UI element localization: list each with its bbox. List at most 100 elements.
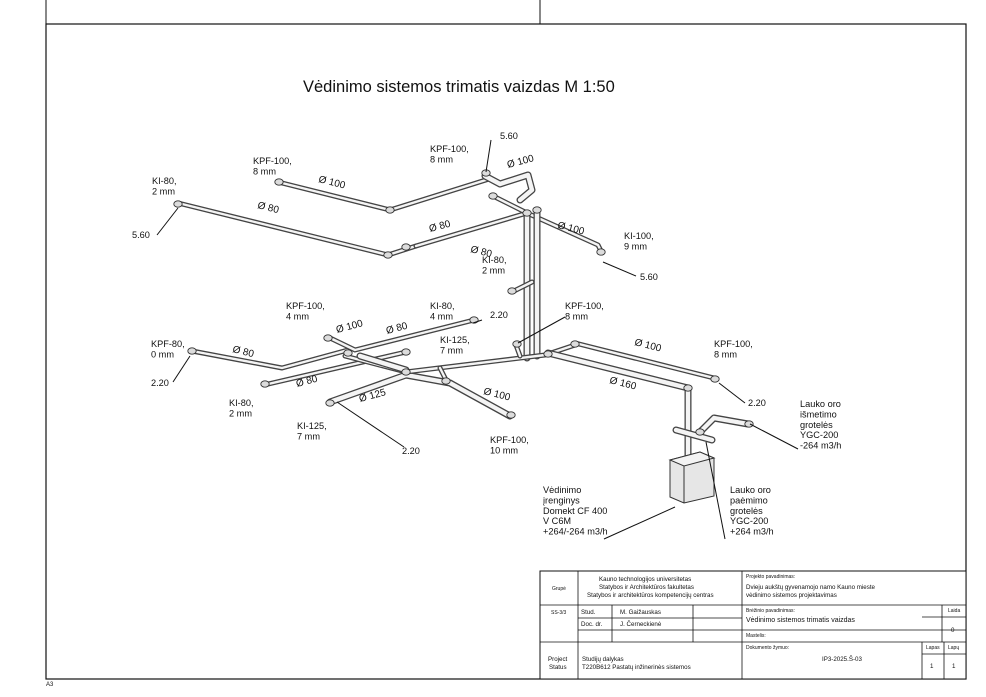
label-ki80-center-low-line-1: 4 mm	[430, 311, 453, 321]
duct-fitting-4	[507, 287, 517, 295]
duct-fitting-23	[543, 350, 553, 358]
duct-fitting-16	[522, 209, 532, 217]
duct-fitting-8	[260, 380, 270, 388]
elevation-e560-right: 5.60	[640, 272, 658, 282]
duct-fitting-1	[274, 178, 284, 186]
label-ki80-left-line-0: KI-80,	[152, 176, 177, 186]
ventilation-unit	[668, 451, 716, 504]
duct-fitting-14	[683, 384, 693, 392]
diameter-d80-top3: Ø 80	[469, 244, 493, 260]
tb-edition-value: 0	[951, 627, 955, 634]
elevation-e560-left: 5.60	[132, 230, 150, 240]
label-ki80-mid-line-1: 2 mm	[482, 265, 505, 275]
label-exhaust-grille-line-0: Lauko oro	[800, 399, 841, 409]
label-intake-grille-line-0: Lauko oro	[730, 485, 771, 495]
duct-fitting-5	[323, 334, 333, 342]
drawing-title: Vėdinimo sistemos trimatis vaizdas M 1:5…	[303, 78, 615, 96]
tb-sheet-label: Lapas	[926, 645, 940, 651]
label-exhaust-grille-line-4: -264 m3/h	[800, 441, 841, 451]
duct-lower-80-b-fill	[262, 350, 408, 387]
duct-fitting-15	[488, 192, 498, 200]
corner-mark: A3	[46, 682, 54, 688]
drawing-frame	[45, 23, 967, 680]
label-kpf100-left-low-line-1: 4 mm	[286, 311, 309, 321]
label-kpf100-top-a-line-0: KPF-100,	[253, 156, 292, 166]
label-unit-line-4: +264/-264 m3/h	[543, 527, 608, 537]
label-ki80-bottom-left-line-1: 2 mm	[229, 408, 252, 418]
duct-upper-branch-100-fill	[276, 177, 491, 212]
diameter-d80-low2: Ø 80	[231, 344, 255, 360]
tb-doc-label: Doc. dr.	[581, 621, 603, 628]
tb-drawing-name: Vėdinimo sistemos trimatis vaizdas	[746, 617, 855, 624]
label-kpf100-right-line-1: 8 mm	[714, 349, 737, 359]
label-unit-line-2: Domekt CF 400	[543, 506, 607, 516]
duct-fitting-26	[383, 251, 393, 259]
duct-fitting-3	[596, 248, 606, 256]
duct-lower-ki125-fill	[357, 353, 409, 373]
label-kpf100-center-line-0: KPF-100,	[565, 301, 604, 311]
duct-upper-riser-top-fill	[482, 172, 535, 203]
elevation-e220-center: 2.20	[490, 310, 508, 320]
label-kpf80-left-line-0: KPF-80,	[151, 339, 185, 349]
duct-fitting-9	[325, 399, 335, 407]
duct-fitting-25	[385, 206, 395, 214]
label-ki80-mid-line-0: KI-80,	[482, 255, 507, 265]
label-unit-line-0: Vėdinimo	[543, 485, 581, 495]
duct-fitting-7	[187, 347, 197, 355]
label-ki125-center-line-1: 7 mm	[440, 345, 463, 355]
tb-project-name-label: Projekto pavadinimas:	[746, 574, 795, 580]
duct-fitting-21	[343, 349, 353, 357]
duct-upper-branch-100	[275, 176, 492, 213]
label-ki125-bottom-line-1: 7 mm	[297, 431, 320, 441]
label-intake-grille-line-2: grotelės	[730, 506, 763, 516]
tb-status-label-2: Status	[549, 664, 567, 671]
diameter-d100-top2: Ø 100	[506, 153, 536, 171]
elevation-e220-left: 2.20	[151, 378, 169, 388]
label-kpf100-left-low-line-0: KPF-100,	[286, 301, 325, 311]
duct-upper-joint-fill	[491, 194, 529, 215]
duct-fitting-18	[401, 368, 411, 376]
duct-lower-125-fill	[327, 372, 513, 419]
tb-doc-code: IP3-2025.Š-03	[822, 656, 862, 663]
tb-doc-name: J. Černeckienė	[620, 621, 662, 628]
duct-fitting-19	[401, 348, 411, 356]
label-kpf100-top-b-line-0: KPF-100,	[430, 144, 469, 154]
diameter-d80-top1: Ø 80	[256, 200, 280, 216]
duct-fitting-17	[532, 206, 542, 214]
label-kpf80-left-line-1: 0 mm	[151, 349, 174, 359]
tb-sheets-label: Lapų	[948, 645, 959, 651]
label-kpf100-top-b-line-1: 8 mm	[430, 154, 453, 164]
label-exhaust-grille-line-3: YGC-200	[800, 430, 838, 440]
tb-drawing-name-label: Brėžinio pavadinimas:	[746, 608, 795, 614]
duct-fitting-22	[570, 340, 580, 348]
label-exhaust-grille-line-2: grotelės	[800, 420, 833, 430]
duct-right-unit-conn-fill	[673, 427, 715, 443]
label-kpf100-top-a-line-1: 8 mm	[253, 166, 276, 176]
tb-sheets-value: 1	[952, 663, 956, 670]
tb-institution-1: Kauno technologijos universitetas	[599, 576, 691, 583]
label-kpf100-bottom-line-1: 10 mm	[490, 445, 518, 455]
label-unit-line-1: įrenginys	[543, 495, 580, 505]
label-intake-grille-line-4: +264 m3/h	[730, 527, 774, 537]
label-intake-grille-line-3: YGC-200	[730, 516, 768, 526]
duct-upper-main-80-fill	[176, 201, 418, 257]
label-kpf100-center-line-1: 8 mm	[565, 311, 588, 321]
duct-fitting-12	[710, 375, 720, 383]
label-ki80-center-low-line-0: KI-80,	[430, 301, 455, 311]
duct-network	[175, 171, 752, 459]
duct-fitting-10	[506, 411, 516, 419]
elevation-e220-bottom: 2.20	[402, 446, 420, 456]
tb-status-label-1: Project	[548, 656, 568, 663]
tb-scale-label: Mastelis:	[746, 633, 766, 639]
tb-stud-label: Stud.	[581, 609, 596, 616]
duct-fitting-24	[401, 243, 411, 251]
label-intake-grille-line-1: paėmimo	[730, 495, 768, 505]
diameter-d80-top2: Ø 80	[428, 219, 452, 235]
title-block: Grupė Kauno technologijos universitetas …	[539, 570, 967, 680]
label-ki125-center-line-0: KI-125,	[440, 335, 470, 345]
label-unit-line-3: V C6M	[543, 516, 571, 526]
tb-sheet-value: 1	[930, 663, 934, 670]
label-ki80-left-line-1: 2 mm	[152, 186, 175, 196]
tb-stud-name: M. Gaižauskas	[620, 609, 661, 616]
